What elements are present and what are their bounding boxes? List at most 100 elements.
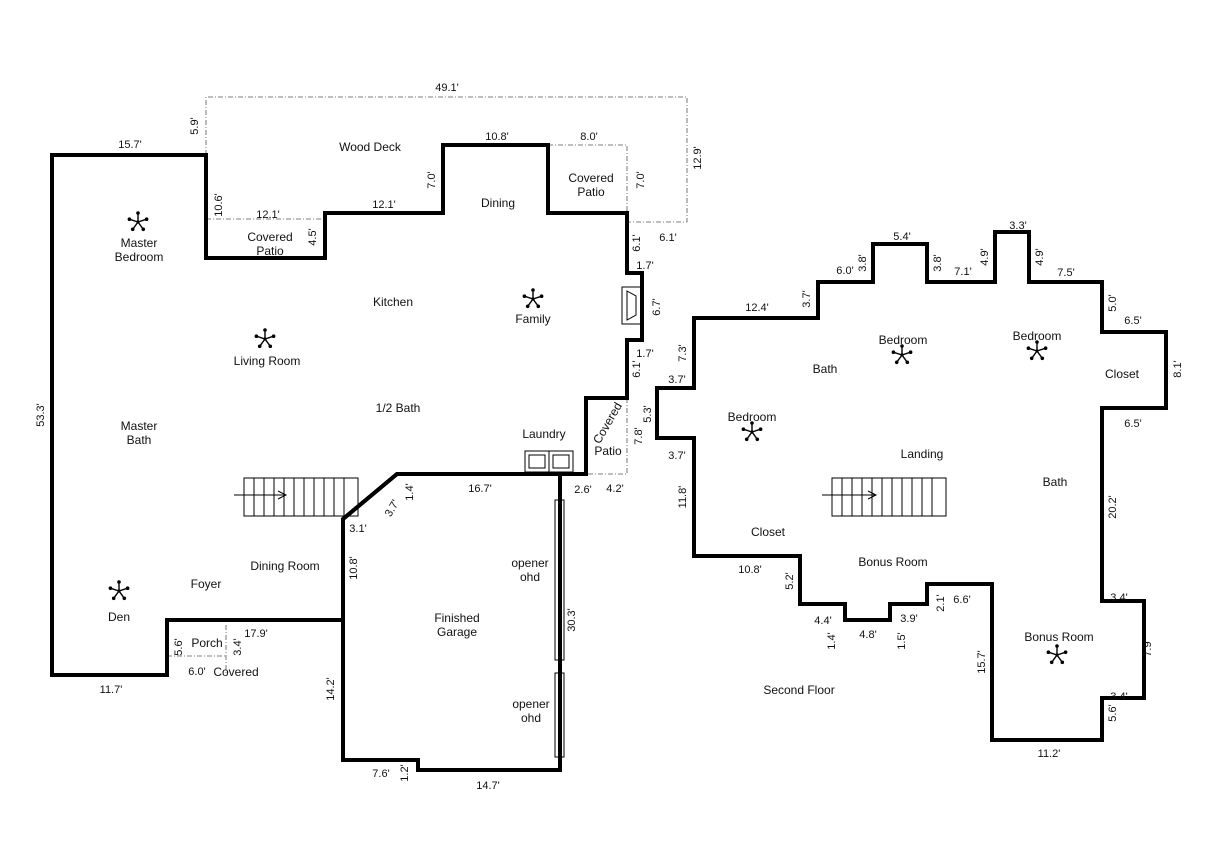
ceiling-fan-icon [1046, 644, 1068, 665]
dimension-label: 8.0' [580, 131, 597, 143]
dimension-label: 16.7' [468, 483, 492, 495]
dimension-label: 6.0' [188, 666, 205, 678]
dimension-label: 6.5' [1124, 315, 1141, 327]
room-label: Living Room [234, 354, 301, 368]
dimension-label: 14.2' [325, 677, 337, 701]
dimension-label: 10.6' [213, 193, 225, 217]
dimension-label: 11.7' [100, 684, 123, 696]
dimension-label: 8.1' [1172, 360, 1184, 377]
dimension-label: 6.7' [651, 298, 663, 315]
dimension-label: 5.6' [173, 638, 185, 655]
dimension-label: 17.9' [244, 628, 268, 640]
dimension-label: 10.8' [738, 564, 762, 576]
room-label: Kitchen [373, 295, 413, 309]
dimension-label: 3.1' [349, 523, 366, 535]
room-label: Bath [813, 362, 838, 376]
dimension-label: 7.9' [1142, 639, 1154, 656]
dimension-label: 7.5' [1057, 267, 1074, 279]
dimension-label: 7.6' [372, 768, 389, 780]
room-label: Wood Deck [339, 140, 402, 154]
dimension-label: 7.3' [677, 344, 689, 361]
covered-patio-rear-outline [548, 144, 628, 213]
second-floor-outline [655, 230, 1168, 742]
dimension-label: 1.7' [636, 348, 653, 360]
wood-deck-outline [205, 96, 688, 223]
room-label: Second Floor [763, 683, 834, 697]
dimension-label: 3.7' [668, 450, 685, 462]
room-label: Bedroom [728, 410, 777, 424]
dimension-label: 2.6' [574, 484, 591, 496]
dimension-label: 1.4' [826, 632, 838, 649]
dimension-label: 1.4' [404, 483, 416, 500]
room-label: Closet [751, 525, 786, 539]
dimension-label: 12.9' [692, 146, 704, 170]
dimension-label: 6.6' [953, 594, 970, 606]
dimension-label: 11.2' [1038, 748, 1061, 760]
dimension-label: 15.7' [976, 650, 988, 674]
stairs-icon [234, 477, 359, 517]
room-label: Dining [481, 196, 515, 210]
dimension-label: 3.4' [1110, 592, 1127, 604]
dimension-label: 3.9' [900, 613, 917, 625]
room-label: Porch [191, 636, 222, 650]
dimension-label: 5.6' [1107, 704, 1119, 721]
room-label: Foyer [191, 577, 222, 591]
dimension-label: 4.8' [859, 629, 876, 641]
dimension-label: 12.4' [745, 302, 769, 314]
washer-dryer-icon [524, 450, 574, 473]
room-label: Covered [590, 400, 625, 446]
dimension-label: 14.7' [476, 780, 500, 792]
ceiling-fan-icon [522, 288, 544, 309]
dimension-label: 5.2' [784, 572, 796, 589]
ceiling-fan-icon [741, 421, 763, 442]
room-label: Laundry [522, 427, 565, 441]
dimension-label: 12.1' [256, 209, 280, 221]
dimension-label: 6.1' [631, 234, 643, 251]
dimension-label: 4.9' [1034, 248, 1046, 265]
dimension-label: 4.5' [307, 228, 319, 245]
dimension-label: 3.8' [932, 254, 944, 271]
ceiling-fan-icon [891, 344, 913, 365]
dimension-label: 3.4' [232, 638, 244, 655]
dimension-label: 3.4' [1110, 691, 1127, 703]
dimension-label: 5.0' [1107, 294, 1119, 311]
garage-outline [341, 472, 562, 772]
dimension-label: 10.8' [485, 131, 509, 143]
dimension-label: 5.4' [893, 231, 910, 243]
room-label: Closet [1105, 367, 1140, 381]
dimension-label: 1.2' [399, 764, 411, 781]
room-label: Landing [901, 447, 944, 461]
dimension-label: 5.3' [642, 405, 654, 422]
ceiling-fan-icon [127, 211, 149, 232]
ceiling-fan-icon [1026, 340, 1048, 361]
dimension-label: 3.7' [668, 374, 685, 386]
dimension-label: 6.5' [1124, 418, 1141, 430]
room-label: 1/2 Bath [376, 401, 421, 415]
ceiling-fan-icon [108, 580, 130, 601]
dimension-labels: 49.1' 5.9' 15.7' 10.8' 8.0' 12.9' 7.0' 7… [35, 82, 1184, 792]
dimension-label: 7.0' [426, 171, 438, 188]
dimension-label: 15.7' [118, 139, 142, 151]
dimension-label: 1.7' [636, 260, 653, 272]
dimension-label: 7.8' [633, 427, 645, 444]
dimension-label: 30.3' [566, 608, 578, 632]
dimension-label: 2.1' [935, 594, 947, 611]
dimension-label: 6.1' [659, 232, 676, 244]
dimension-label: 5.9' [189, 117, 201, 134]
room-label: Bath [1043, 475, 1068, 489]
garage-door-icon [554, 499, 565, 758]
ceiling-fans [108, 211, 1068, 665]
fireplace-icon [621, 286, 642, 325]
dimension-label: 1.5' [896, 632, 908, 649]
dimension-label: 10.8' [348, 556, 360, 580]
dimension-label: 53.3' [35, 403, 47, 427]
dimension-label: 3.7' [801, 290, 813, 307]
dimension-label: 6.0' [836, 265, 853, 277]
ceiling-fan-icon [254, 328, 276, 349]
